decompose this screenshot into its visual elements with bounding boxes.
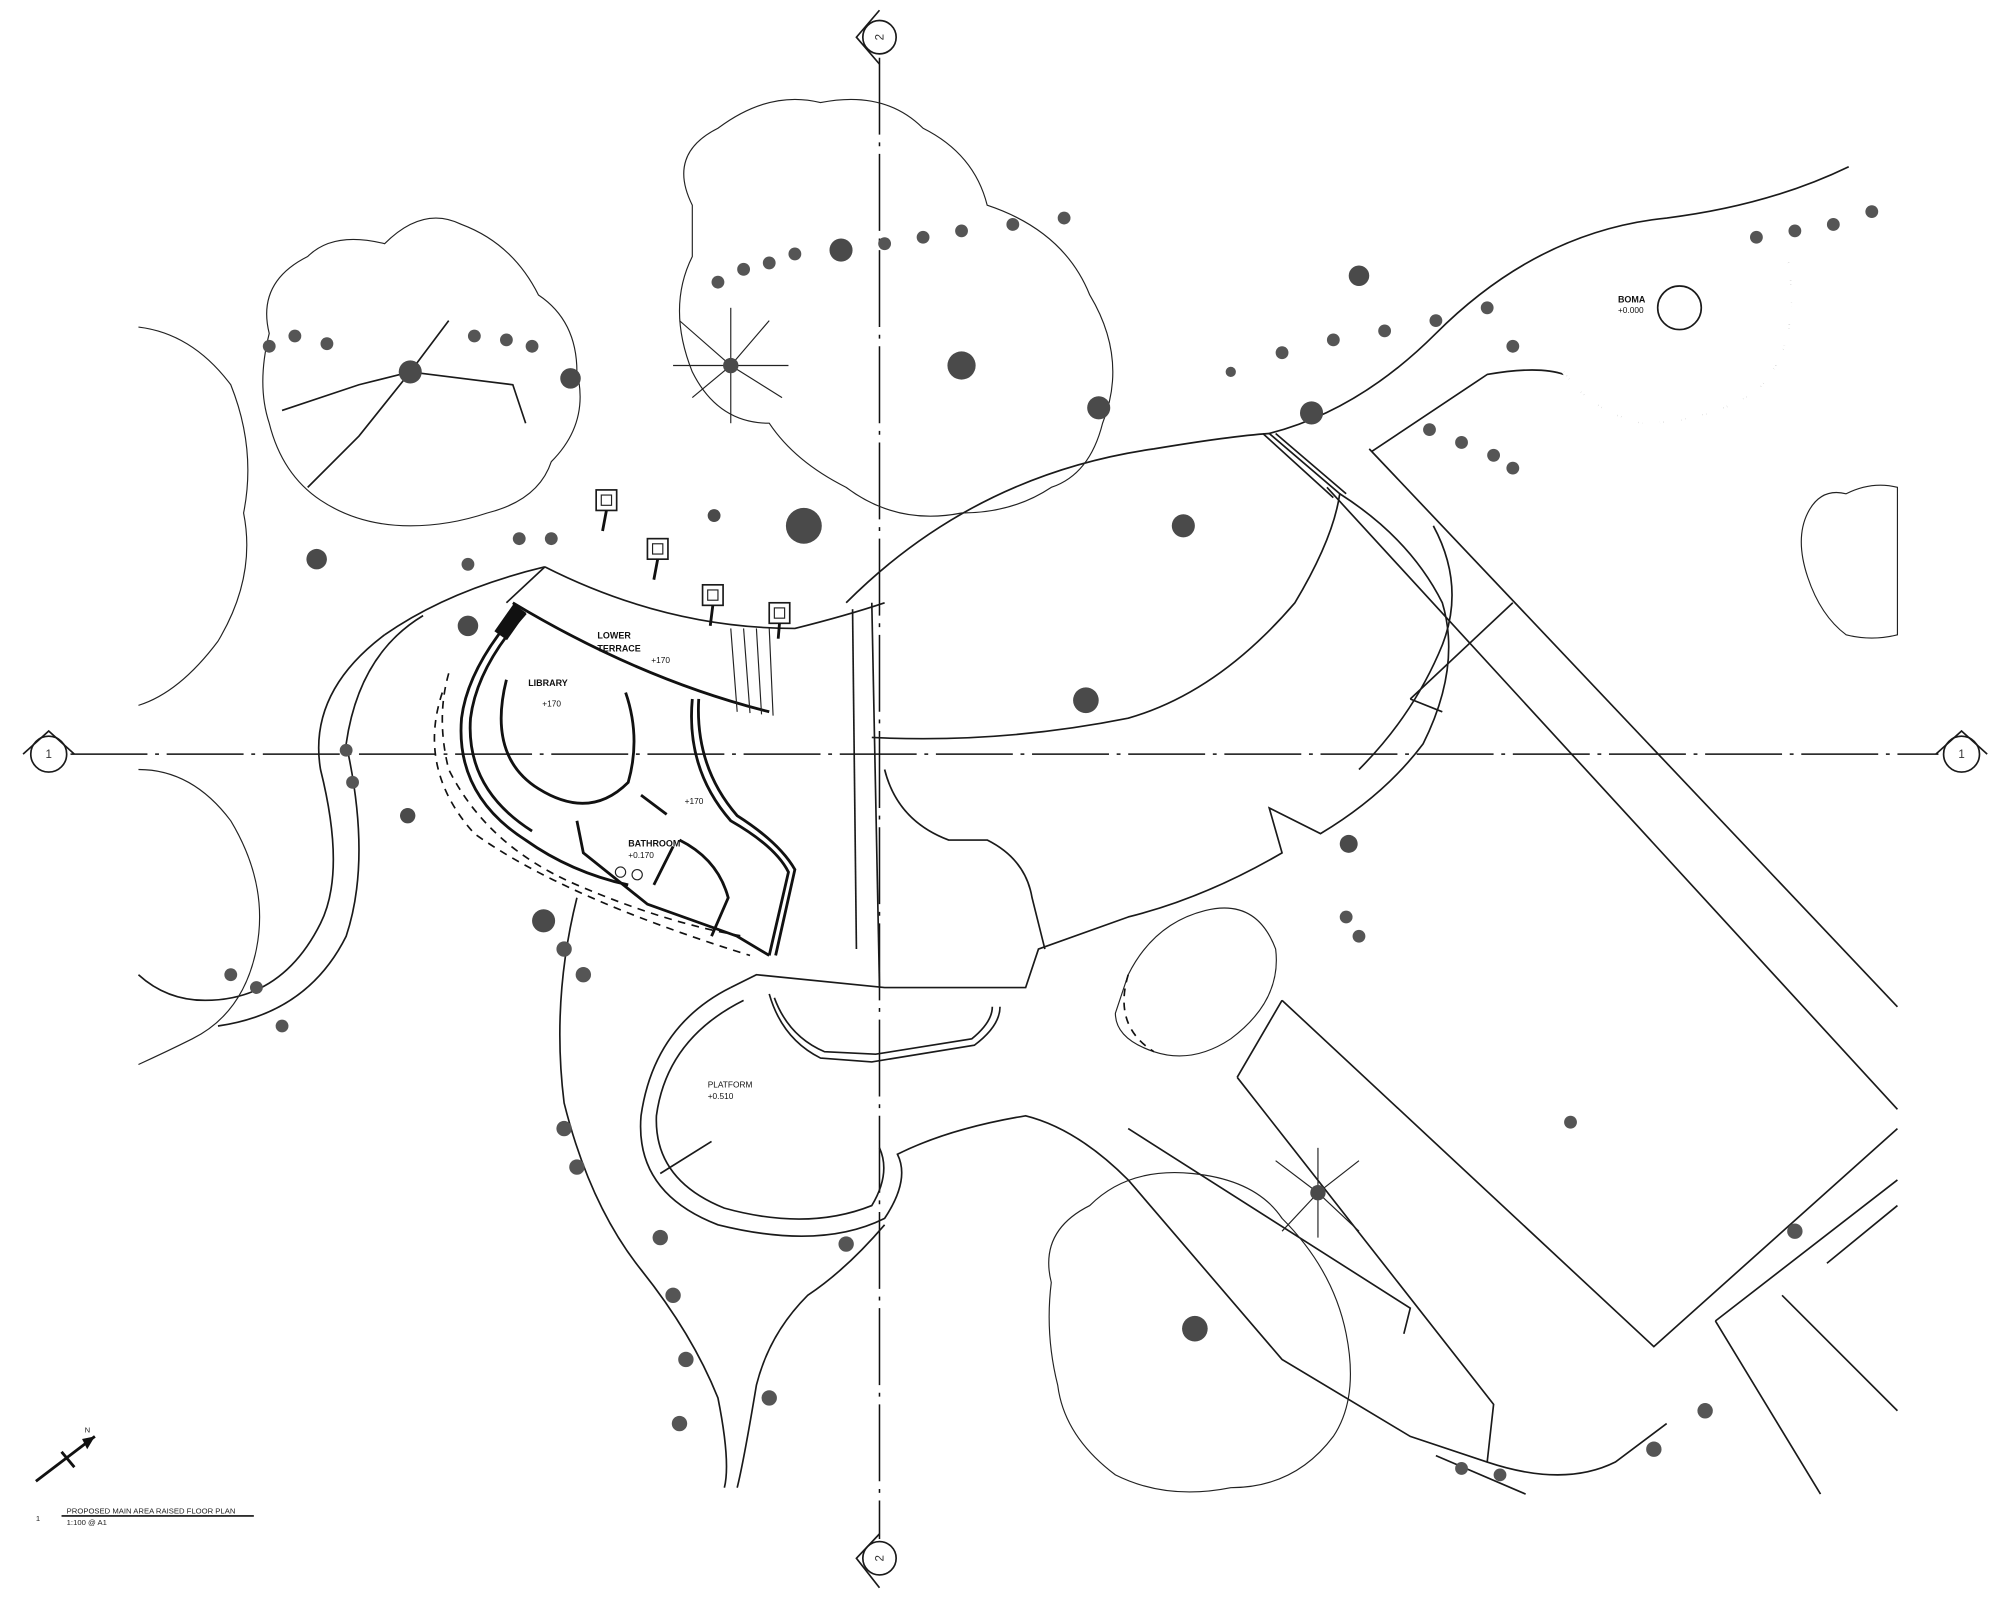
grid-bubble-bottom: 2 bbox=[855, 1533, 897, 1589]
shrub-row-east bbox=[1225, 301, 1520, 378]
room-name: BOMA bbox=[1618, 295, 1646, 305]
trail bbox=[137, 614, 886, 1488]
light-fixture-icon bbox=[768, 601, 791, 639]
tree-canopy-1 bbox=[262, 217, 581, 527]
shrub-row-ne bbox=[1423, 205, 1879, 475]
room-level: +170 bbox=[542, 699, 561, 709]
room-name: BATHROOM bbox=[628, 838, 680, 848]
platform bbox=[639, 986, 1668, 1495]
light-fixture-icon bbox=[646, 537, 669, 580]
grid-bubble-right: 1 bbox=[1935, 729, 1988, 773]
access-road bbox=[1269, 165, 1899, 1495]
view-number: 1 bbox=[36, 1514, 40, 1523]
grid-lines bbox=[70, 57, 1939, 1540]
grid-bubble-top: 2 bbox=[855, 9, 897, 65]
room-name-line2: TERRACE bbox=[597, 644, 640, 654]
light-fixture-icon bbox=[595, 489, 618, 532]
tree-canopy-5 bbox=[138, 326, 261, 1066]
tree-canopy-6 bbox=[1114, 907, 1277, 1057]
lower-terrace-rectangle bbox=[1236, 999, 1495, 1463]
room-library: LIBRARY +170 bbox=[528, 678, 568, 709]
shrub-row-sw bbox=[224, 743, 854, 1432]
grid-bubble-left: 1 bbox=[22, 729, 75, 773]
foliage-clusters bbox=[224, 205, 1879, 1482]
boma-fire-circle bbox=[1656, 285, 1703, 331]
shrub-row-se bbox=[461, 532, 1803, 1482]
boma bbox=[1562, 262, 1794, 426]
shrub-row-west bbox=[262, 329, 539, 353]
tree-canopy-3 bbox=[1048, 1147, 1360, 1493]
room-bathroom: BATHROOM +0.170 bbox=[628, 838, 680, 860]
room-level: +170 bbox=[685, 796, 704, 806]
drawing-scale: 1:100 @ A1 bbox=[67, 1518, 107, 1527]
room-level: +0.000 bbox=[1618, 305, 1644, 315]
room-labels: LOWER TERRACE +170 LIBRARY +170 +170 BAT… bbox=[528, 295, 1646, 1101]
room-level: +0.510 bbox=[708, 1091, 734, 1101]
tree-canopy-4 bbox=[1800, 484, 1899, 639]
room-level: +170 bbox=[651, 655, 670, 665]
lower-terrace bbox=[384, 566, 885, 716]
room-platform: PLATFORM +0.510 bbox=[708, 1080, 753, 1102]
grid-bubble-top-label: 2 bbox=[874, 34, 886, 40]
grid-bubble-left-label: 1 bbox=[46, 749, 52, 761]
room-boma: BOMA +0.000 bbox=[1618, 295, 1646, 315]
shrub-row-north bbox=[711, 211, 1071, 289]
tree-canopy-2 bbox=[673, 98, 1114, 517]
drawing-title-block: 1 PROPOSED MAIN AREA RAISED FLOOR PLAN 1… bbox=[36, 1506, 254, 1527]
grid-bubble-bottom-label: 2 bbox=[874, 1555, 886, 1561]
north-label: N bbox=[85, 1426, 91, 1435]
bollard-lights bbox=[595, 489, 791, 639]
north-arrow: N bbox=[35, 1426, 96, 1483]
room-name: LOWER bbox=[597, 631, 631, 641]
library-walls bbox=[433, 603, 797, 957]
grid-bubble-right-label: 1 bbox=[1958, 749, 1964, 761]
room-lower-terrace: LOWER TERRACE +170 bbox=[597, 631, 670, 665]
room-level: +0.170 bbox=[628, 850, 654, 860]
room-corridor: +170 bbox=[685, 796, 704, 806]
small-shrubs bbox=[306, 238, 1370, 933]
room-name: PLATFORM bbox=[708, 1080, 753, 1090]
room-name: LIBRARY bbox=[528, 678, 568, 688]
light-fixture-icon bbox=[701, 583, 724, 627]
drawing-title: PROPOSED MAIN AREA RAISED FLOOR PLAN bbox=[67, 1506, 236, 1515]
main-deck bbox=[730, 432, 1453, 989]
